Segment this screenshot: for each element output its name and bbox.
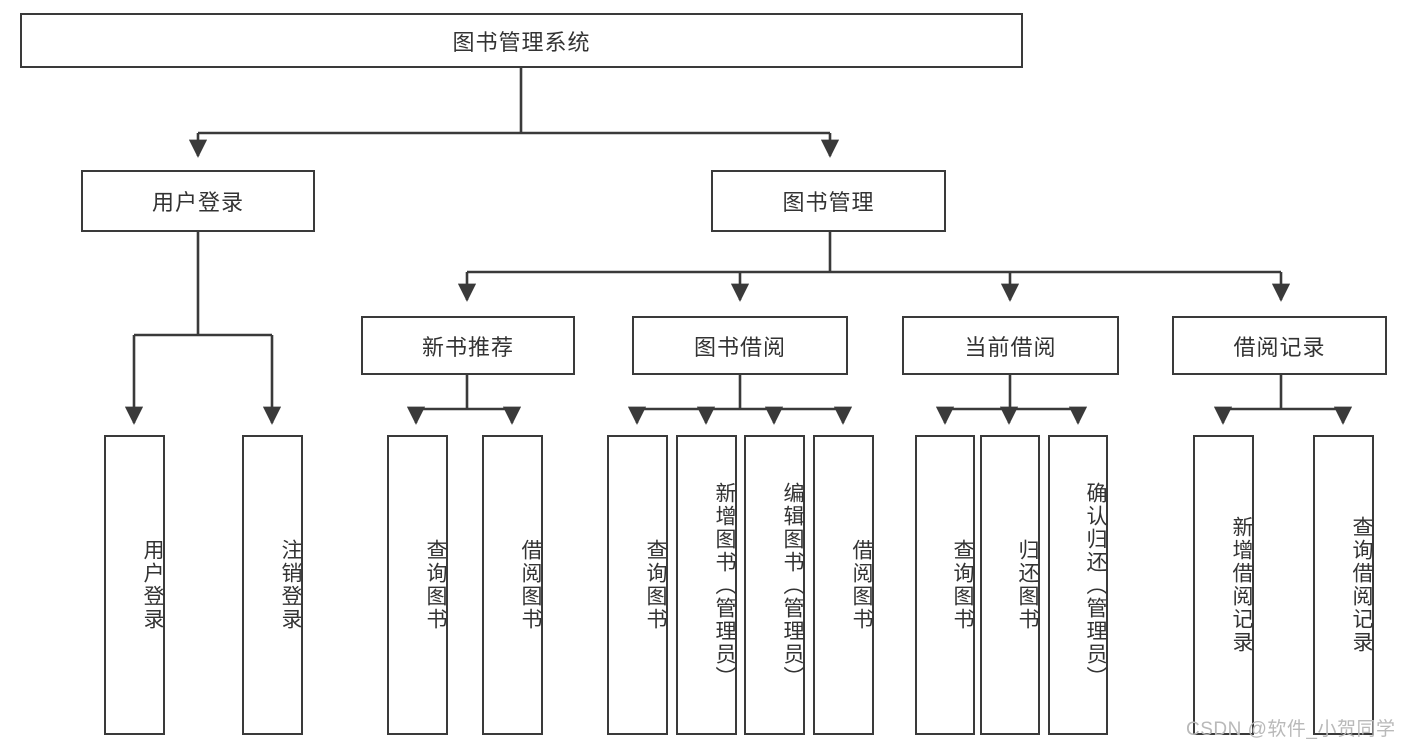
leaf-new-book-query-book[interactable]: 查询图书 <box>387 435 448 735</box>
leaf-current-borrow-query-book[interactable]: 查询图书 <box>915 435 975 735</box>
node-label: 新增借阅记录 <box>1230 516 1253 654</box>
node-current-borrow[interactable]: 当前借阅 <box>902 316 1119 375</box>
node-book-management[interactable]: 图书管理 <box>711 170 946 232</box>
node-label: 当前借阅 <box>964 334 1057 360</box>
watermark: CSDN @软件_小贺同学 <box>1186 719 1396 740</box>
node-label: 查询借阅记录 <box>1350 516 1373 654</box>
leaf-book-borrow-borrow-book[interactable]: 借阅图书 <box>813 435 874 735</box>
node-label: 图书管理系统 <box>452 29 591 55</box>
leaf-new-book-borrow-book[interactable]: 借阅图书 <box>482 435 543 735</box>
leaf-current-borrow-return-book[interactable]: 归还图书 <box>980 435 1040 735</box>
node-label: 归还图书 <box>1016 539 1039 631</box>
leaf-current-borrow-confirm-return-admin[interactable]: 确认归还（管理员） <box>1048 435 1108 735</box>
node-label: 查询图书 <box>424 539 447 631</box>
node-label: 用户登录 <box>141 539 164 631</box>
node-user-login[interactable]: 用户登录 <box>81 170 315 232</box>
node-label: 用户登录 <box>151 190 244 215</box>
node-book-borrow[interactable]: 图书借阅 <box>632 316 848 375</box>
node-label: 借阅记录 <box>1233 334 1326 360</box>
node-label: 新书推荐 <box>421 334 514 360</box>
node-label: 查询图书 <box>951 539 974 631</box>
leaf-borrow-records-query-record[interactable]: 查询借阅记录 <box>1313 435 1374 735</box>
node-label: 编辑图书（管理员） <box>781 481 804 689</box>
node-label: 新增图书（管理员） <box>713 481 736 689</box>
node-label: 借阅图书 <box>519 539 542 631</box>
leaf-user-login-login[interactable]: 用户登录 <box>104 435 165 735</box>
node-label: 查询图书 <box>644 539 667 631</box>
leaf-book-borrow-add-book-admin[interactable]: 新增图书（管理员） <box>676 435 737 735</box>
node-label: 注销登录 <box>279 539 302 631</box>
leaf-book-borrow-query-book[interactable]: 查询图书 <box>607 435 668 735</box>
node-label: 图书管理 <box>782 190 875 215</box>
node-label: 图书借阅 <box>693 334 786 360</box>
leaf-user-login-logout[interactable]: 注销登录 <box>242 435 303 735</box>
node-label: 确认归还（管理员） <box>1084 481 1107 689</box>
node-new-book-recommend[interactable]: 新书推荐 <box>361 316 575 375</box>
node-root-book-management-system[interactable]: 图书管理系统 <box>20 13 1023 68</box>
leaf-borrow-records-add-record[interactable]: 新增借阅记录 <box>1193 435 1254 735</box>
node-borrow-records[interactable]: 借阅记录 <box>1172 316 1387 375</box>
node-label: 借阅图书 <box>850 539 873 631</box>
leaf-book-borrow-edit-book-admin[interactable]: 编辑图书（管理员） <box>744 435 805 735</box>
